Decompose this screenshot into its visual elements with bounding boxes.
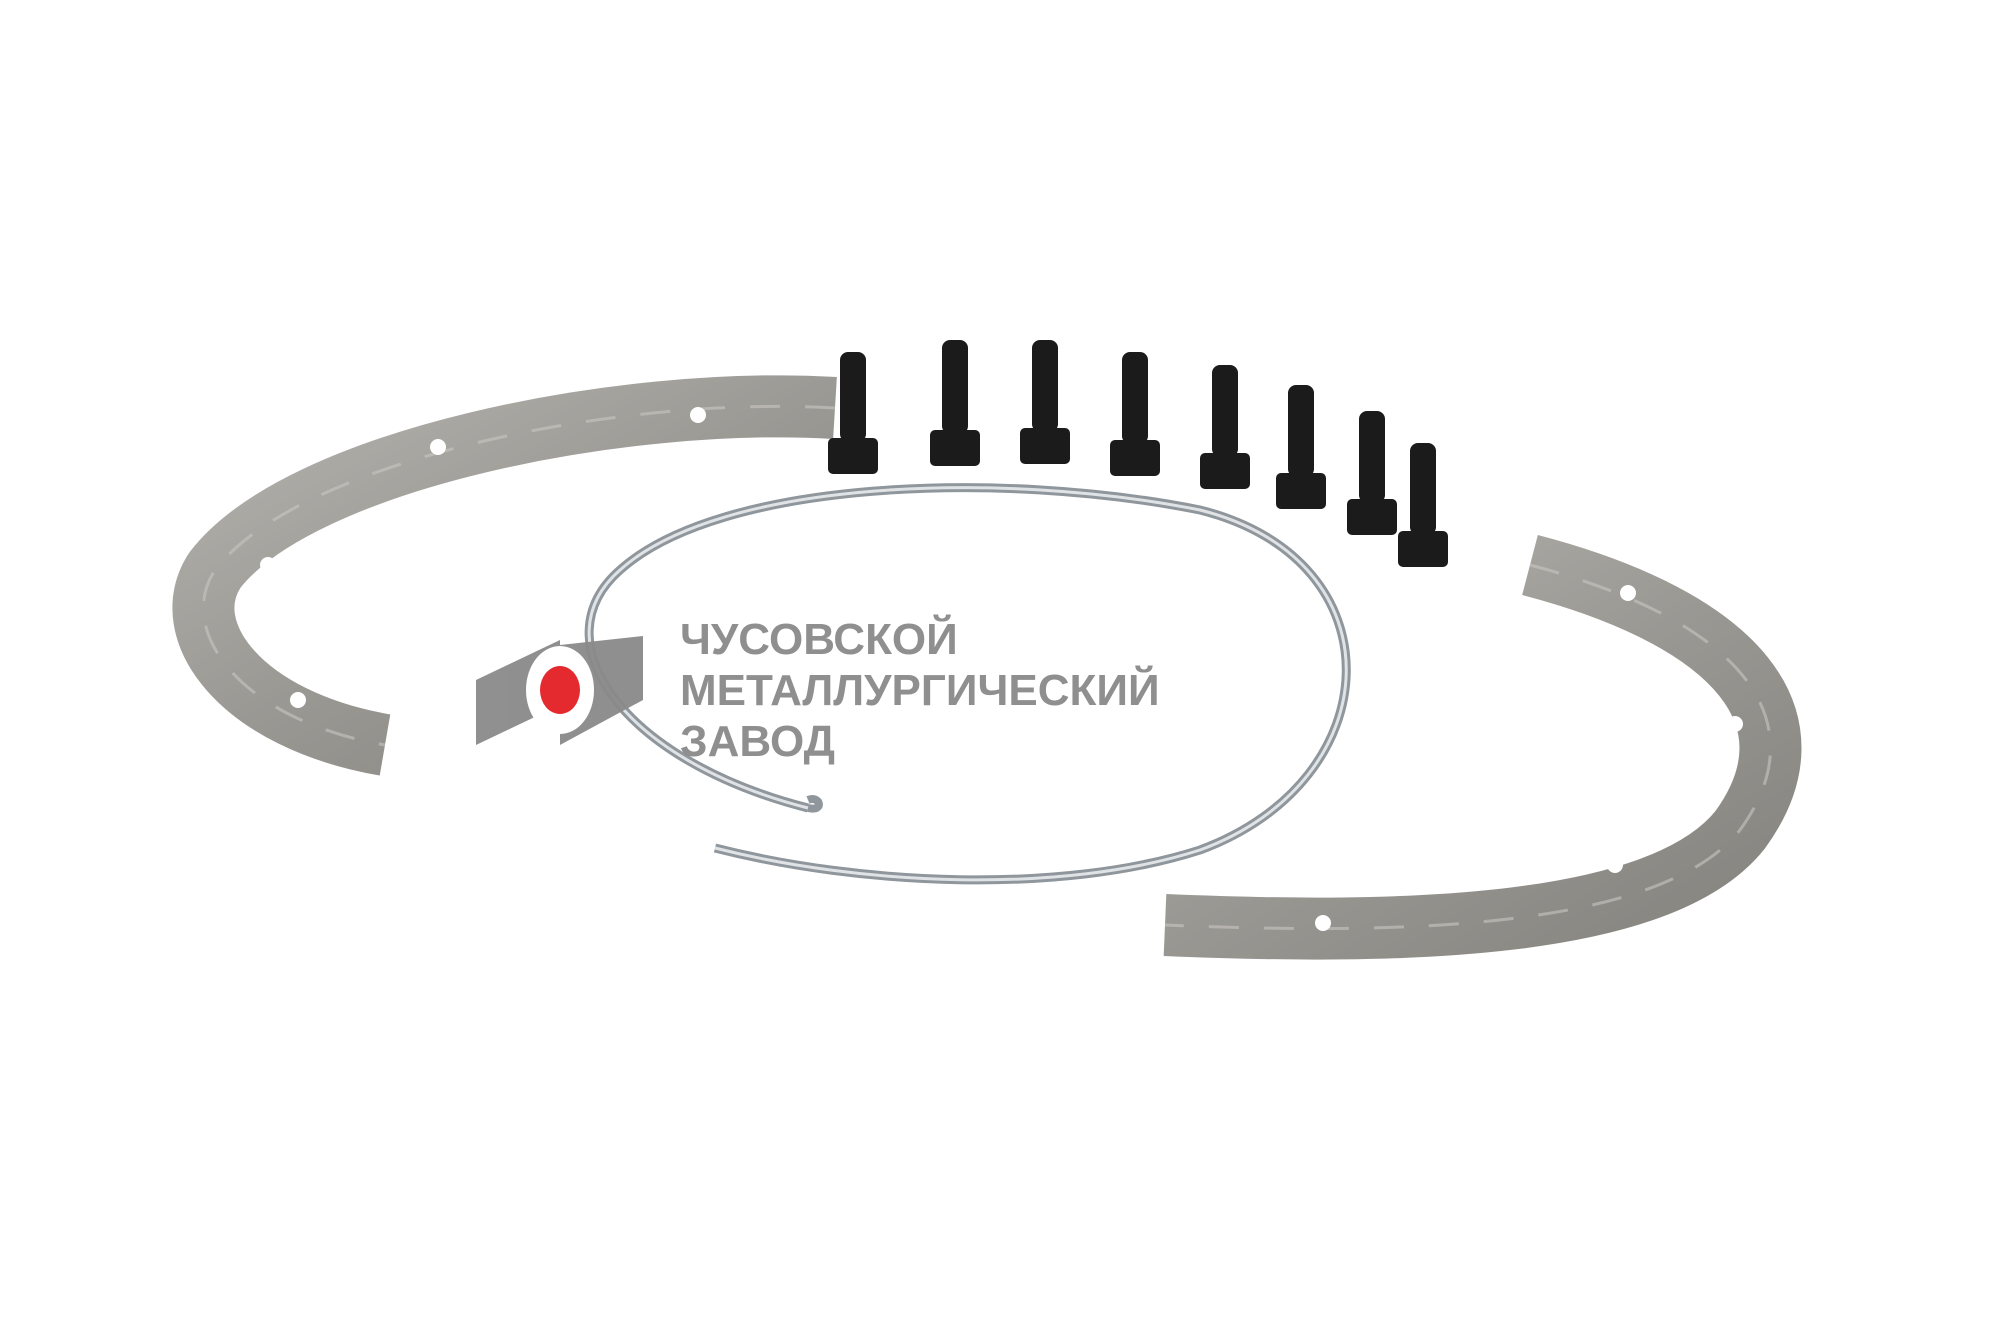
logo-red-dot bbox=[540, 666, 580, 714]
bolts bbox=[828, 340, 1448, 567]
bolt-hole bbox=[430, 439, 446, 455]
logo-text-line3: ЗАВОД bbox=[680, 717, 835, 766]
bolt-hole bbox=[1607, 857, 1623, 873]
bolt bbox=[930, 340, 980, 466]
bolt-hole bbox=[1727, 716, 1743, 732]
left-flange-plate bbox=[172, 375, 837, 776]
bolt-hole bbox=[260, 557, 276, 573]
bolt-hole bbox=[1315, 915, 1331, 931]
bolt bbox=[1110, 352, 1160, 476]
bolt bbox=[828, 352, 878, 474]
bolt bbox=[1347, 411, 1397, 535]
right-flange-plate bbox=[1163, 535, 1802, 960]
bolt-hole bbox=[690, 407, 706, 423]
company-logo-watermark: ЧУСОВСКОЙ МЕТАЛЛУРГИЧЕСКИЙ ЗАВОД bbox=[476, 613, 1160, 766]
wire-retaining-ring bbox=[584, 483, 1351, 885]
bolt bbox=[1200, 365, 1250, 489]
logo-text-line1: ЧУСОВСКОЙ bbox=[680, 613, 958, 664]
bolt bbox=[1020, 340, 1070, 464]
logo-text-line2: МЕТАЛЛУРГИЧЕСКИЙ bbox=[680, 664, 1160, 715]
bolt-hole bbox=[290, 692, 306, 708]
bolt-hole bbox=[1620, 585, 1636, 601]
bolt bbox=[1398, 443, 1448, 567]
bolt bbox=[1276, 385, 1326, 509]
